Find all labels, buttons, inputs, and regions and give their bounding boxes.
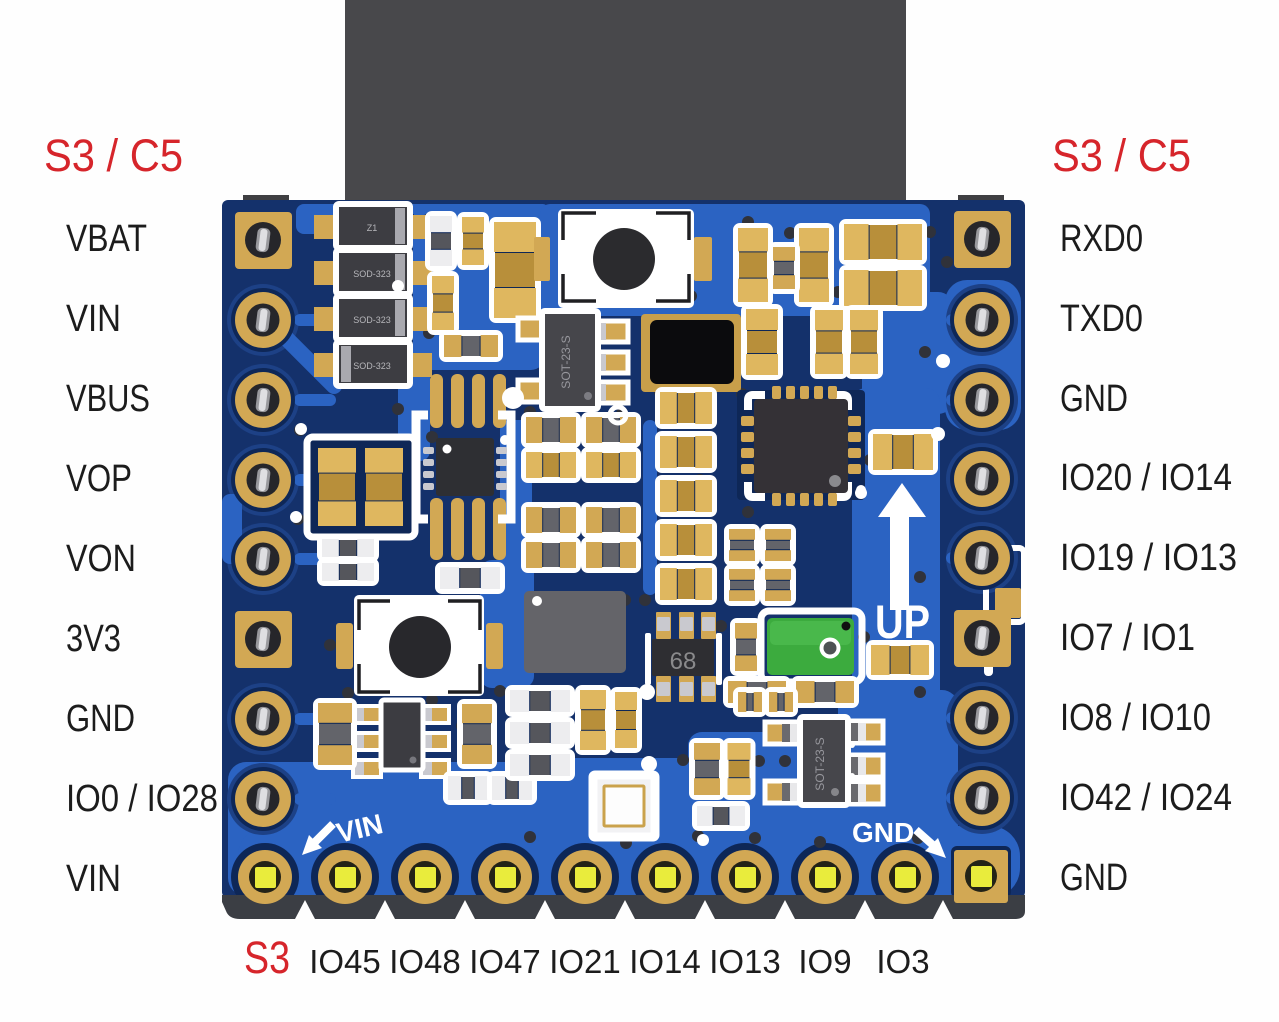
svg-text:VON: VON	[66, 538, 136, 580]
svg-text:IO0 / IO28: IO0 / IO28	[66, 778, 218, 820]
svg-text:IO9: IO9	[798, 943, 851, 980]
svg-text:SOT-23-S: SOT-23-S	[813, 737, 827, 790]
svg-text:TXD0: TXD0	[1060, 298, 1143, 340]
svg-text:IO3: IO3	[876, 943, 929, 980]
svg-text:VIN: VIN	[66, 298, 121, 340]
svg-text:IO47: IO47	[469, 943, 541, 980]
svg-text:GND: GND	[1060, 378, 1128, 420]
svg-text:IO19 / IO13: IO19 / IO13	[1060, 537, 1237, 579]
svg-text:GND: GND	[852, 817, 914, 848]
svg-text:S3 / C5: S3 / C5	[44, 130, 183, 181]
svg-text:GND: GND	[1060, 857, 1128, 899]
svg-text:IO21: IO21	[549, 943, 621, 980]
svg-text:IO8 / IO10: IO8 / IO10	[1060, 697, 1211, 739]
svg-text:SOD-323: SOD-323	[353, 361, 391, 371]
svg-text:VBUS: VBUS	[66, 378, 150, 420]
svg-text:IO14: IO14	[629, 943, 701, 980]
svg-text:SOD-323: SOD-323	[353, 269, 391, 279]
svg-text:VIN: VIN	[66, 858, 121, 900]
svg-text:UP: UP	[875, 595, 930, 648]
svg-text:IO7 / IO1: IO7 / IO1	[1060, 617, 1195, 659]
svg-text:SOD-323: SOD-323	[353, 315, 391, 325]
svg-text:SOT-23-S: SOT-23-S	[559, 335, 573, 388]
svg-text:3V3: 3V3	[66, 618, 121, 660]
svg-text:GND: GND	[66, 698, 135, 740]
svg-text:IO45: IO45	[309, 943, 381, 980]
svg-text:IO20 / IO14: IO20 / IO14	[1060, 457, 1232, 499]
svg-text:IO42 / IO24: IO42 / IO24	[1060, 777, 1232, 819]
svg-text:S3 / C5: S3 / C5	[1052, 130, 1191, 181]
svg-text:VOP: VOP	[66, 458, 132, 500]
svg-text:RXD0: RXD0	[1060, 218, 1143, 260]
svg-text:Z1: Z1	[367, 223, 378, 233]
svg-text:IO48: IO48	[389, 943, 461, 980]
svg-text:68: 68	[670, 648, 697, 675]
svg-text:IO13: IO13	[709, 943, 781, 980]
svg-text:S3: S3	[244, 932, 290, 983]
svg-text:VBAT: VBAT	[66, 218, 147, 260]
